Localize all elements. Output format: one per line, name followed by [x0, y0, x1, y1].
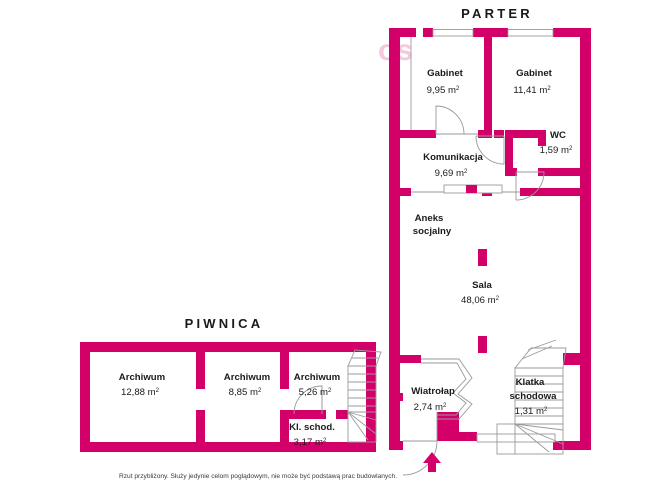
room-label-klatka-line2: schodowa [510, 391, 558, 402]
room-area-kl-schod: 3,17 m2 [294, 437, 327, 448]
ground-staircase [496, 339, 567, 455]
basement-labels: Archiwum 12,88 m2 Archiwum 8,85 m2 Archi… [119, 372, 340, 448]
room-area-archiwum-1: 12,88 m2 [121, 387, 160, 398]
room-label-gabinet-1: Gabinet [427, 68, 464, 79]
disclaimer-text: Rzut przybliżony. Służy jedynie celom po… [119, 473, 397, 480]
room-area-archiwum-3: 5,26 m2 [299, 387, 332, 398]
room-area-gabinet-1: 9,95 m2 [427, 85, 460, 96]
room-area-archiwum-2: 8,85 m2 [229, 387, 262, 398]
room-area-gabinet-2: 11,41 m2 [513, 85, 551, 96]
room-area-klatka: 1,31 m2 [515, 406, 548, 417]
entrance-arrow [423, 452, 441, 472]
basement-floor-title: PIWNICA [185, 316, 264, 331]
room-label-wc: WC [550, 130, 566, 141]
basement-staircase [293, 349, 382, 443]
room-area-wiatrolap: 2,74 m2 [414, 402, 447, 413]
ground-floor-labels: Gabinet 9,95 m2 Gabinet 11,41 m2 WC 1,59… [411, 68, 573, 417]
room-label-klatka-line1: Klatka [516, 377, 545, 388]
room-label-archiwum-2: Archiwum [224, 372, 270, 383]
room-label-archiwum-1: Archiwum [119, 372, 165, 383]
room-label-gabinet-2: Gabinet [516, 68, 553, 79]
room-label-sala: Sala [472, 280, 492, 291]
room-label-wiatrolap: Wiatrołap [411, 386, 455, 397]
room-area-wc: 1,59 m2 [540, 145, 573, 156]
room-label-aneks-line2: socjalny [413, 226, 452, 237]
room-label-archiwum-3: Archiwum [294, 372, 340, 383]
room-area-sala: 48,06 m2 [461, 295, 500, 306]
room-area-komunikacja: 9,69 m2 [435, 168, 468, 179]
basement-walls [80, 342, 376, 452]
room-label-aneks-line1: Aneks [415, 213, 444, 224]
room-label-kl-schod: Kl. schod. [289, 422, 335, 433]
ground-floor-walls [389, 28, 591, 450]
ground-floor-title: PARTER [461, 6, 533, 21]
room-label-komunikacja: Komunikacja [423, 152, 483, 163]
